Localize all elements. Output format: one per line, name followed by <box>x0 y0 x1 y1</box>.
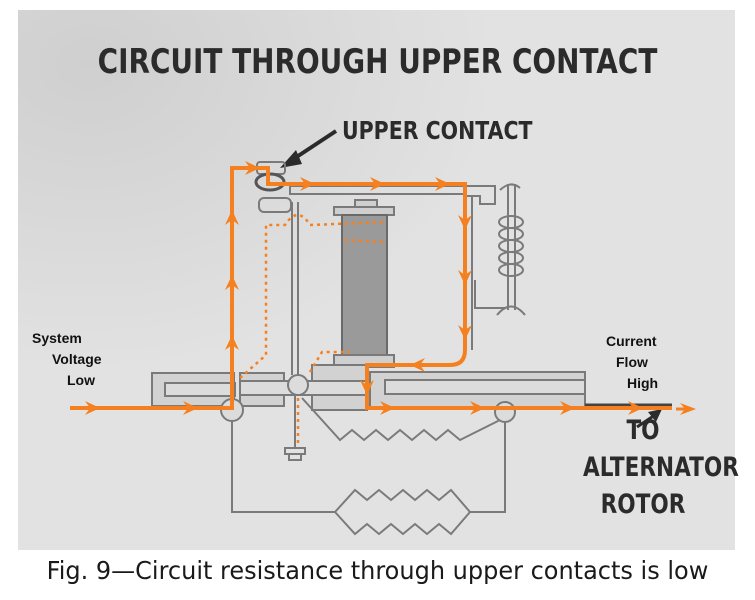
resistor-single <box>301 397 501 442</box>
arrow-down-3 <box>458 325 472 340</box>
armature-spring <box>474 183 526 316</box>
current-direction-arrows <box>85 161 696 415</box>
arrow-in-1 <box>85 401 100 415</box>
to-rotor-line-1: TO <box>626 415 660 446</box>
upper-contact-pointer-arrow <box>280 129 338 168</box>
arrow-down-2 <box>458 270 472 285</box>
high-line: High <box>627 375 659 391</box>
lower-contact <box>258 197 292 213</box>
arrow-up-3 <box>225 210 239 225</box>
arrow-down-4 <box>360 380 374 395</box>
arrow-out-2 <box>470 401 485 415</box>
line-art <box>70 161 672 536</box>
arrow-armature-2 <box>370 177 385 191</box>
to-rotor-line-3: ROTOR <box>600 489 686 520</box>
resistor-parallel-top <box>334 488 471 513</box>
arrow-out-4 <box>628 401 643 415</box>
arrow-armature-3 <box>435 177 450 191</box>
arrow-up-1 <box>225 335 239 350</box>
arrow-upper-contact <box>245 161 260 175</box>
arrow-in-2 <box>183 401 198 415</box>
resistor-parallel-bottom <box>334 511 471 536</box>
voltage-line: Voltage <box>52 351 102 367</box>
output-terminal-stud <box>494 401 516 423</box>
current-line: Current <box>606 333 657 349</box>
current-flow-high-label: Current Flow High <box>606 331 658 394</box>
coil-circuit-path <box>239 213 386 445</box>
system-line: System <box>32 330 82 346</box>
voltage-coil <box>333 199 395 368</box>
arrow-armature-1 <box>300 177 315 191</box>
to-rotor-line-2: ALTERNATOR <box>583 452 739 483</box>
arrow-out-1 <box>380 401 395 415</box>
to-alternator-rotor-label: TO ALTERNATOR ROTOR <box>583 412 739 523</box>
arrow-down-1 <box>458 215 472 230</box>
low-line: Low <box>67 372 95 388</box>
arrow-left <box>410 358 425 372</box>
pivot <box>287 374 309 396</box>
diagram-title: CIRCUIT THROUGH UPPER CONTACT <box>97 42 658 82</box>
arrow-up-2 <box>225 275 239 290</box>
rotor-pointer-arrow <box>636 409 662 429</box>
figure-caption: Fig. 9—Circuit resistance through upper … <box>46 556 709 585</box>
current-flow-path <box>70 166 672 410</box>
arrow-out-3 <box>560 401 575 415</box>
flow-line: Flow <box>616 354 648 370</box>
system-voltage-low-label: System Voltage Low <box>32 328 102 391</box>
upper-contact-label: UPPER CONTACT <box>342 116 533 145</box>
